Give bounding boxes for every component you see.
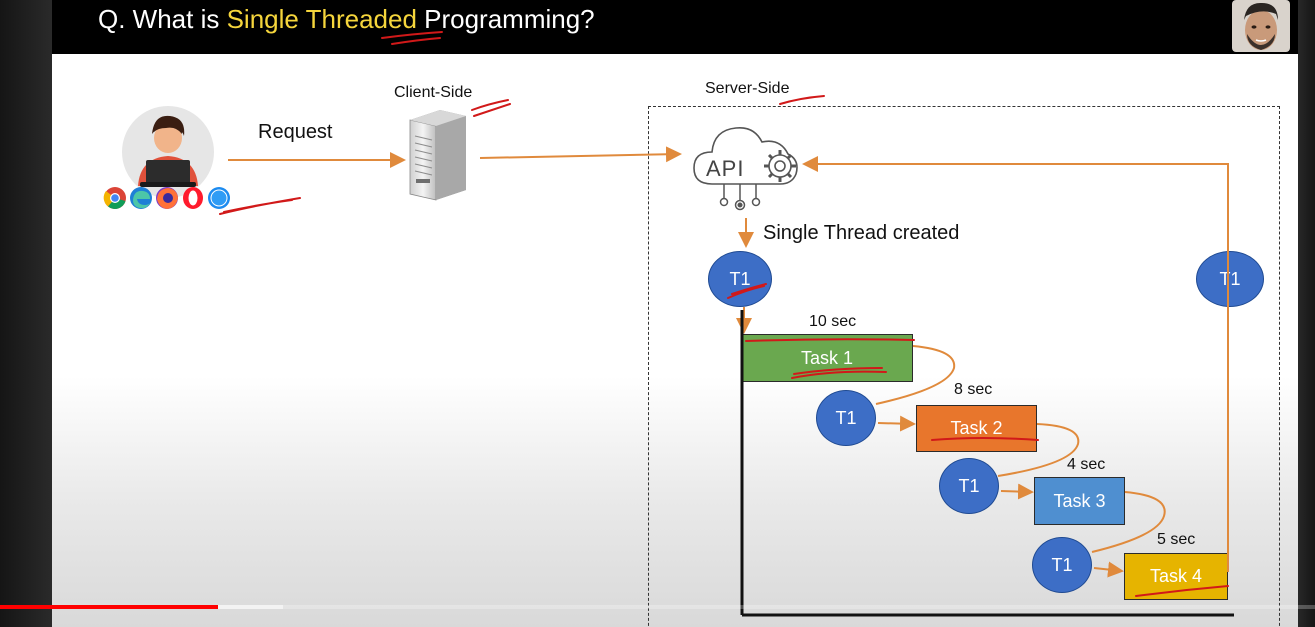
gear-icon [764,150,796,182]
task-4-label: Task 4 [1149,566,1203,586]
thread-node-return: T1 [1196,251,1264,307]
flow-curve-1 [875,345,956,405]
return-arrow [802,156,1229,572]
task-1-duration: 10 sec [809,313,857,330]
task-2-box: Task 2 [916,405,1037,452]
t1-to-task4-arrow [1093,561,1124,578]
video-played-bar [0,605,218,609]
server-tower-icon [409,110,466,201]
task-3-box: Task 3 [1034,477,1125,525]
server-to-api-arrow [479,146,682,163]
thread-node-task2: T1 [816,390,876,446]
presenter-face-icon [1232,0,1290,52]
t1-to-task2-arrow [877,415,916,432]
flow-curve-2 [997,423,1080,477]
t1-to-task3-arrow [1000,483,1034,500]
chrome-icon [103,187,126,209]
task-2-duration: 8 sec [954,381,993,398]
title-suffix: Programming? [416,4,595,34]
api-cloud-icon: API [693,126,798,211]
user-avatar-icon [122,106,214,198]
presenter-annotations [219,31,1229,597]
video-progress-bar[interactable] [0,605,1315,609]
title-highlight: Single Threaded [226,4,417,34]
slide: Q. What is Single Threaded Programming? [52,0,1298,627]
api-label: API [706,156,744,181]
task-4-duration: 5 sec [1157,531,1196,548]
opera-icon [183,187,203,209]
firefox-icon [156,187,178,209]
thread-node-initial: T1 [708,251,772,307]
browser-icons [103,187,230,209]
thread-node-task4: T1 [1032,537,1092,593]
thread-created-label: Single Thread created [763,222,960,244]
request-label: Request [258,121,333,143]
task-2-label: Task 2 [950,418,1003,438]
flow-curve-3 [1091,491,1166,553]
task-1-label: Task 1 [800,347,854,368]
diagram-connectors [219,31,1234,617]
edge-icon [130,187,152,209]
slide-title: Q. What is Single Threaded Programming? [98,4,595,35]
title-prefix: Q. What is [98,4,227,34]
task-3-duration: 4 sec [1067,456,1106,473]
presenter-webcam [1232,0,1290,52]
thread-node-task3: T1 [939,458,999,514]
task-3-label: Task 3 [1053,490,1106,511]
safari-icon [208,187,230,209]
client-side-label: Client-Side [394,84,473,101]
server-side-label: Server-Side [705,80,790,97]
server-side-boundary [648,106,1280,627]
slide-title-bar: Q. What is Single Threaded Programming? [52,0,1298,54]
